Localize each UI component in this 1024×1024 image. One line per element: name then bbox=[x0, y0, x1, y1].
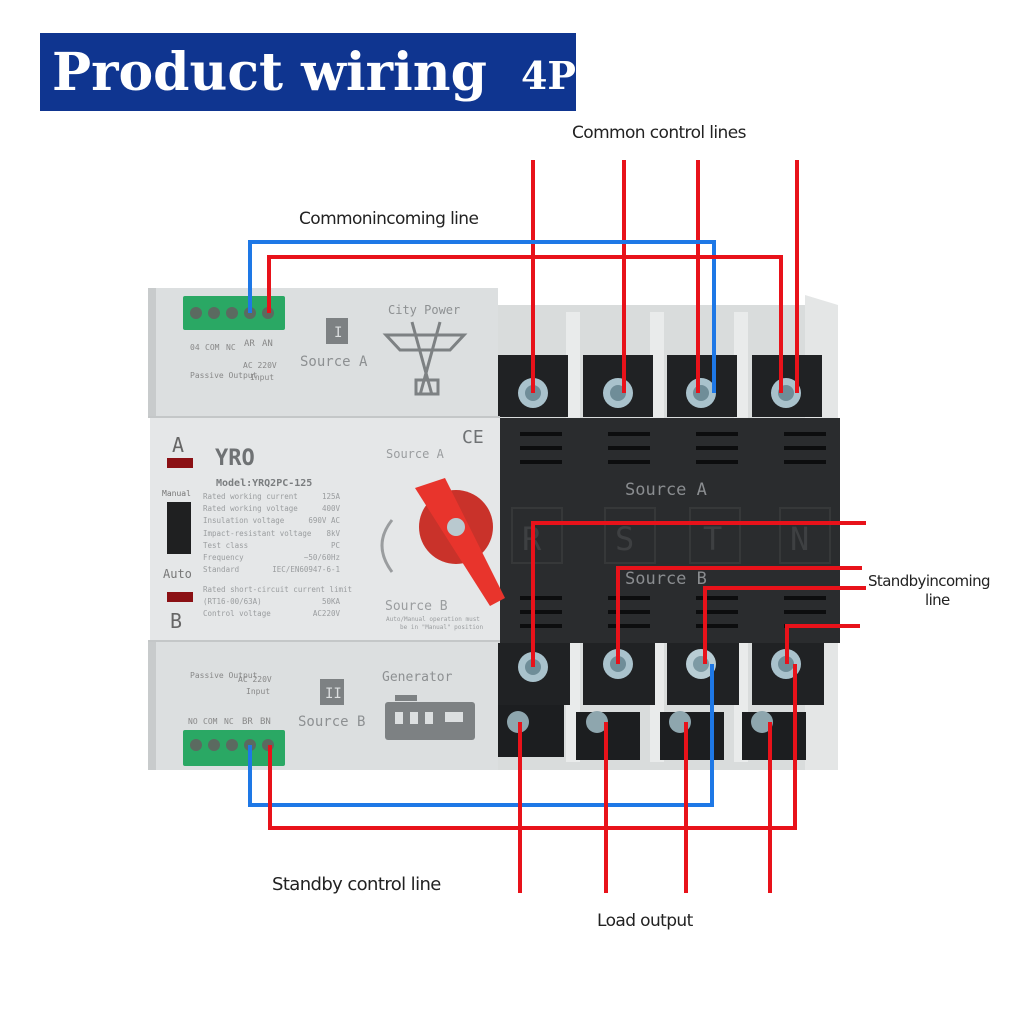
handle-source-a-label: Source A bbox=[386, 447, 445, 461]
roman-i: I bbox=[334, 325, 342, 341]
top-terminal-4 bbox=[752, 355, 822, 417]
svg-text:Impact-resistant voltage: Impact-resistant voltage bbox=[203, 529, 312, 538]
passive-output-label-b: Passive Output bbox=[190, 671, 258, 680]
handle-source-b-label: Source B bbox=[385, 599, 448, 614]
city-power-label: City Power bbox=[388, 303, 460, 317]
model-label: Model:YRQ2PC-125 bbox=[216, 478, 312, 489]
indicator-a-led bbox=[167, 458, 193, 468]
source-i-badge bbox=[326, 318, 348, 344]
top-module: 04 COM NC AR AN Passive Output AC 220V I… bbox=[183, 296, 468, 396]
generator-label: Generator bbox=[382, 670, 453, 685]
title-pole-count: 4P bbox=[520, 52, 576, 98]
pole-letter-n: N bbox=[790, 520, 809, 558]
input-label: Input bbox=[250, 373, 274, 382]
svg-text:125A: 125A bbox=[322, 492, 341, 501]
common-incoming-line-blue bbox=[248, 240, 716, 393]
passive-output-label: Passive Output bbox=[190, 371, 258, 380]
standby-control-line-blue bbox=[248, 664, 714, 807]
wiring bbox=[248, 160, 866, 893]
cover-source-b: Source B bbox=[625, 569, 707, 589]
source-a-label: Source A bbox=[300, 354, 368, 370]
top-terminal-3 bbox=[667, 355, 737, 417]
standby-incoming-line-1 bbox=[531, 521, 866, 667]
standby-incoming-line-label-2: line bbox=[925, 591, 950, 609]
bottom-module: Passive Output AC 220V Input NO COM NC B… bbox=[183, 670, 475, 766]
svg-text:Control voltage: Control voltage bbox=[203, 609, 271, 618]
pole-letter-t: T bbox=[703, 520, 722, 558]
svg-text:Frequency: Frequency bbox=[203, 553, 244, 562]
input-label-b: Input bbox=[246, 687, 270, 696]
svg-text:~50/60Hz: ~50/60Hz bbox=[304, 553, 340, 562]
front-panel: A Manual Auto B YRO Model:YRQ2PC-125 Rat… bbox=[162, 427, 505, 633]
terminal-label-com: COM bbox=[205, 343, 220, 352]
svg-text:IEC/EN60947-6-1: IEC/EN60947-6-1 bbox=[272, 565, 340, 574]
svg-text:690V AC: 690V AC bbox=[308, 516, 340, 525]
svg-text:Standard: Standard bbox=[203, 565, 239, 574]
title-banner: Product wiring 4P bbox=[40, 33, 576, 111]
ce-mark: CE bbox=[462, 427, 484, 448]
load-terminal-3 bbox=[660, 711, 724, 760]
handle-note-2: be in "Manual" position bbox=[400, 624, 483, 631]
terminal-label-an: AN bbox=[262, 339, 273, 349]
standby-incoming-line-3 bbox=[703, 586, 866, 664]
svg-text:Rated working current: Rated working current bbox=[203, 492, 298, 501]
svg-text:Insulation voltage: Insulation voltage bbox=[203, 516, 285, 525]
standby-incoming-line-2 bbox=[616, 566, 862, 664]
bottom-terminals bbox=[498, 643, 824, 760]
svg-text:8kV: 8kV bbox=[326, 529, 340, 538]
power-tower-icon bbox=[382, 321, 468, 396]
standby-control-line-label: Standby control line bbox=[272, 874, 441, 895]
auto-label: Auto bbox=[163, 567, 192, 581]
terminal-label-ar: AR bbox=[244, 339, 255, 349]
terminal-label-b-no: NO bbox=[188, 717, 198, 726]
svg-text:(RT16-00/63A): (RT16-00/63A) bbox=[203, 597, 262, 606]
cover-source-a: Source A bbox=[625, 480, 707, 500]
title-text: Product wiring bbox=[52, 41, 487, 103]
source-ii-badge bbox=[320, 679, 344, 705]
common-control-lines-label: Common control lines bbox=[572, 123, 746, 143]
load-output-label: Load output bbox=[597, 911, 693, 931]
terminal-label-br: BR bbox=[242, 717, 253, 727]
top-terminal-2 bbox=[583, 355, 653, 417]
pole-cover: R S T N Source A Source B bbox=[500, 418, 840, 643]
standby-incoming-line-4 bbox=[785, 624, 860, 664]
indicator-a-label: A bbox=[172, 433, 184, 457]
terminal-label-bn: BN bbox=[260, 717, 271, 727]
input-voltage-label-b: AC 220V bbox=[238, 675, 272, 684]
svg-text:Test class: Test class bbox=[203, 541, 248, 550]
manual-label: Manual bbox=[162, 489, 191, 498]
generator-icon bbox=[385, 695, 475, 740]
terminal-label-no: 04 bbox=[190, 343, 200, 352]
rotation-arrow-icon bbox=[380, 519, 394, 573]
common-incoming-line-red bbox=[267, 255, 783, 393]
svg-text:50KA: 50KA bbox=[322, 597, 341, 606]
source-b-label: Source B bbox=[298, 714, 365, 730]
brand-logo: YRO bbox=[215, 446, 255, 471]
mode-switch bbox=[167, 502, 191, 554]
svg-text:Rated working voltage: Rated working voltage bbox=[203, 504, 298, 513]
spec-table: Rated working current 125A Rated working … bbox=[203, 492, 352, 618]
selector-knob[interactable] bbox=[415, 478, 505, 606]
svg-text:Rated short-circuit current li: Rated short-circuit current limit bbox=[203, 585, 352, 594]
load-terminal-1 bbox=[498, 705, 564, 757]
indicator-b-led bbox=[167, 592, 193, 602]
roman-ii: II bbox=[325, 686, 342, 702]
svg-text:400V: 400V bbox=[322, 504, 341, 513]
indicator-b-label: B bbox=[170, 609, 182, 633]
svg-text:AC220V: AC220V bbox=[313, 609, 341, 618]
pole-letter-s: S bbox=[615, 520, 634, 558]
handle-note-1: Auto/Manual operation must bbox=[386, 616, 480, 623]
svg-text:PC: PC bbox=[331, 541, 340, 550]
terminal-label-b-nc: NC bbox=[224, 717, 234, 726]
standby-incoming-line-label-1: Standbyincoming bbox=[868, 572, 991, 590]
common-incoming-line-label: Commonincoming line bbox=[299, 209, 479, 229]
standby-control-line-red bbox=[268, 664, 797, 830]
input-voltage-label: AC 220V bbox=[243, 361, 277, 370]
terminal-label-nc: NC bbox=[226, 343, 236, 352]
terminal-label-b-com: COM bbox=[203, 717, 218, 726]
